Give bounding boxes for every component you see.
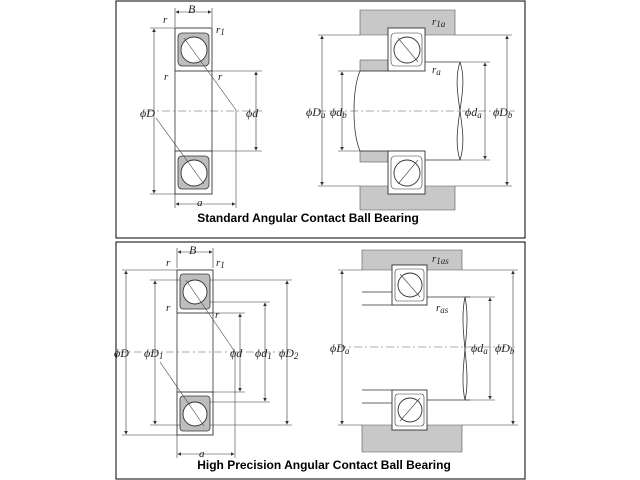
high-precision-bearing-section: B r r1 r r ϕD ϕD1 ϕd ϕd1 ϕD2 a <box>114 243 299 460</box>
ball-top <box>182 279 208 305</box>
shaft-shoulder-bottom <box>359 150 389 163</box>
label-phid1: ϕd1 <box>255 346 272 361</box>
ball-top <box>180 36 208 64</box>
label-r1: r1 <box>216 257 225 270</box>
label-phiDa: ϕDa <box>330 341 350 356</box>
caption-standard: Standard Angular Contact Ball Bearing <box>197 211 419 225</box>
caption-high-precision: High Precision Angular Contact Ball Bear… <box>197 458 451 472</box>
label-r1a: r1a <box>432 16 446 29</box>
standard-bearing-panel: B r r1 r r ϕD ϕd a <box>115 0 526 239</box>
label-phida: ϕda <box>465 105 482 120</box>
label-r-mid-right: r <box>218 71 223 83</box>
label-r-top: r <box>163 14 168 26</box>
standard-mounting-section: r1a ra ϕDa ϕdb ϕda ϕDb <box>306 9 515 211</box>
label-phiD: ϕD <box>114 346 129 360</box>
label-phidb: ϕdb <box>330 105 347 120</box>
high-precision-bearing-panel: B r r1 r r ϕD ϕD1 ϕd ϕd1 ϕD2 a <box>114 241 526 480</box>
shaft-shoulder-top <box>359 59 389 72</box>
label-phiD2: ϕD2 <box>279 346 299 361</box>
label-phiDa: ϕDa <box>306 105 326 120</box>
label-r-mid-right: r <box>215 309 220 321</box>
label-a: a <box>199 448 205 460</box>
label-r1: r1 <box>216 24 225 37</box>
label-B: B <box>188 2 196 16</box>
label-a: a <box>197 197 203 209</box>
label-r1as: r1as <box>432 253 449 266</box>
label-phiD: ϕD <box>140 106 155 120</box>
label-phid: ϕd <box>230 346 243 360</box>
label-phida: ϕda <box>471 341 488 356</box>
label-ra: ra <box>432 64 441 77</box>
label-r-mid-left: r <box>166 302 171 314</box>
label-phid: ϕd <box>246 106 259 120</box>
label-ras: ras <box>436 302 449 315</box>
label-r-mid-left: r <box>164 71 169 83</box>
label-phiD1: ϕD1 <box>144 346 163 361</box>
label-phiDb: ϕDb <box>493 105 513 120</box>
label-B: B <box>189 243 197 257</box>
label-phiDb: ϕDb <box>495 341 515 356</box>
standard-bearing-section: B r r1 r r ϕD ϕd a <box>140 2 262 209</box>
label-r-top: r <box>166 257 171 269</box>
high-precision-mounting-section: r1as ras ϕDa ϕda ϕDb <box>330 249 518 453</box>
ball-bottom <box>180 159 208 187</box>
ball-bottom <box>182 401 208 427</box>
